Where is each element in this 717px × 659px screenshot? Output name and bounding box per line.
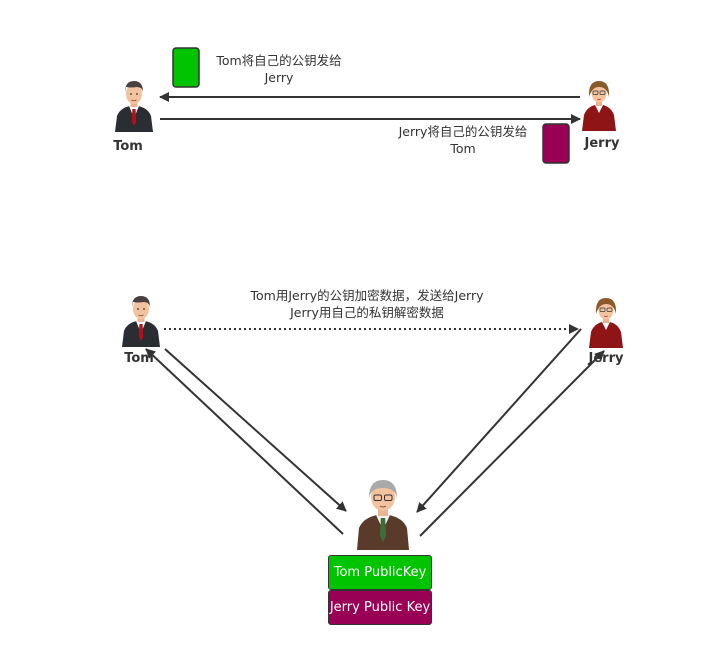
- jerry-name-bottom: Jerry: [588, 351, 624, 366]
- msg-tom-sends-key: Tom将自己的公钥发给 Jerry: [216, 53, 342, 85]
- tom-name-top: Tom: [113, 139, 143, 154]
- tom-key-icon: [172, 47, 200, 88]
- msg-jerry-sends-key: Jerry将自己的公钥发给 Tom: [398, 124, 528, 156]
- jerry-avatar-bottom: [588, 297, 624, 349]
- tom-avatar-bottom: [121, 295, 161, 348]
- tom-public-key-box: Tom PublicKey: [328, 555, 432, 590]
- jerry-name-top: Jerry: [584, 136, 620, 151]
- arrow-server-to-jerry: [419, 350, 605, 537]
- jerry-public-key-box: Jerry Public Key: [328, 590, 432, 625]
- jerry-avatar-top: [581, 80, 617, 132]
- tom-avatar-top: [114, 80, 154, 133]
- msg-encrypt-decrypt: Tom用Jerry的公钥加密数据，发送给Jerry Jerry用自己的私钥解密数…: [250, 288, 484, 320]
- arrow-tom-to-server: [164, 348, 347, 512]
- jerry-key-icon: [542, 123, 570, 164]
- arrow-jerry-to-server: [416, 328, 582, 513]
- keyserver-avatar: [356, 479, 410, 551]
- arrow-server-to-tom: [145, 348, 344, 535]
- tom-name-bottom: Tom: [124, 351, 154, 366]
